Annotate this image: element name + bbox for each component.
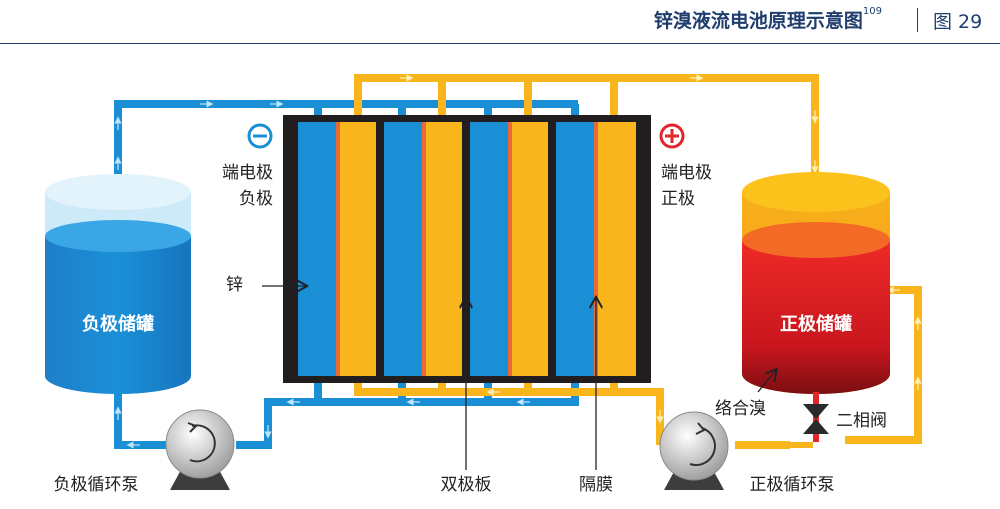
zinc-label: 锌 xyxy=(226,275,243,295)
negative-pump-label: 负极循环泵 xyxy=(54,475,139,495)
pos-terminal-label-2: 正极 xyxy=(661,189,695,209)
cell-unit-2 xyxy=(384,122,462,376)
positive-flow-arrows xyxy=(400,74,922,424)
neg-terminal-label-1: 端电极 xyxy=(222,163,273,183)
complex-bromine-pointer xyxy=(757,370,776,393)
cell-unit-4 xyxy=(556,122,636,376)
header-separator xyxy=(917,8,918,32)
negative-flow-arrows xyxy=(114,100,530,449)
negative-sign-icon xyxy=(247,123,273,149)
two-phase-valve-label: 二相阀 xyxy=(836,411,887,431)
membrane-label: 隔膜 xyxy=(579,475,613,495)
positive-pump-icon xyxy=(659,411,729,490)
bipolar-plate-label: 双极板 xyxy=(441,475,492,495)
title-text: 锌溴液流电池原理示意图 xyxy=(653,10,863,32)
cell-unit-3 xyxy=(470,122,548,376)
page-title: 锌溴液流电池原理示意图109 xyxy=(654,6,882,33)
negative-tank-label: 负极储罐 xyxy=(82,313,154,335)
neg-terminal-label-2: 负极 xyxy=(239,189,273,209)
header-bar: 锌溴液流电池原理示意图109 图 29 xyxy=(0,0,1000,44)
cell-stack xyxy=(283,115,651,383)
negative-tank: 负极储罐 xyxy=(45,174,191,394)
positive-tank-label: 正极储罐 xyxy=(780,313,852,335)
complex-bromine-outlet xyxy=(790,392,819,448)
two-phase-valve-icon xyxy=(803,404,829,434)
negative-pump-icon xyxy=(165,409,235,490)
title-footnote-ref: 109 xyxy=(862,6,882,17)
positive-pump-label: 正极循环泵 xyxy=(750,475,835,495)
pos-terminal-label-1: 端电极 xyxy=(661,163,712,183)
header-rule xyxy=(0,43,1000,44)
positive-tank: 正极储罐 xyxy=(742,172,890,394)
positive-sign-icon xyxy=(659,123,685,149)
complex-bromine-label: 络合溴 xyxy=(715,399,766,419)
cell-unit-1 xyxy=(298,122,376,376)
figure-number: 图 29 xyxy=(933,11,983,33)
